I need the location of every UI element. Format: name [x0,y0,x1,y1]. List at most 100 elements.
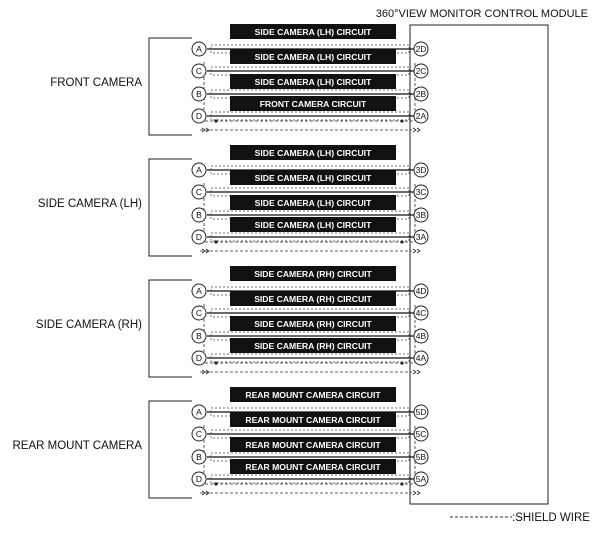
connector-mark-right [412,490,421,496]
pin-right [413,108,429,124]
control-module-box [409,24,549,505]
group-rear-mount-camera: REAR MOUNT CAMERA A 5D REAR MOUNT CAMERA CI… [13,387,429,499]
pin-right [413,350,429,366]
pin-left [191,404,207,420]
shield-junction-dot [214,240,218,244]
camera-box-rear-mount-camera [148,400,192,499]
pin-right-label: 2D [416,44,427,54]
circuit-label: SIDE CAMERA (RH) CIRCUIT [254,319,372,329]
pin-right [413,86,429,102]
circuit-label: SIDE CAMERA (LH) CIRCUIT [255,198,372,208]
pin-right [413,162,429,178]
pin-right-label: 3D [416,165,427,175]
wire-sheath [210,474,410,484]
camera-box-front-camera [148,37,192,136]
camera-label: SIDE CAMERA (RH) [36,319,142,331]
pin-right-label: 5B [416,452,427,462]
pin-right [413,426,429,442]
pin-left [191,449,207,465]
pin-right [413,404,429,420]
wire-sheath [210,111,410,121]
pin-right [413,305,429,321]
pin-left-label: B [196,89,202,99]
circuit-label: SIDE CAMERA (RH) CIRCUIT [254,341,372,351]
pin-right-label: 2A [416,111,427,121]
pin-right [413,207,429,223]
circuit-label: REAR MOUNT CAMERA CIRCUIT [245,462,381,472]
pin-left [191,471,207,487]
pin-left [191,207,207,223]
pin-left [191,229,207,245]
connector-mark-right [412,369,421,375]
control-module-title: 360°VIEW MONITOR CONTROL MODULE [376,8,588,20]
pin-right-label: 5C [416,429,427,439]
circuit-label: FRONT CAMERA CIRCUIT [260,99,367,109]
pin-left [191,86,207,102]
circuit-label-box [230,49,396,64]
pin-right-label: 4C [416,308,427,318]
pin-left [191,108,207,124]
wire-sheath [210,232,410,242]
circuit-label: SIDE CAMERA (LH) CIRCUIT [255,220,372,230]
circuit-label: SIDE CAMERA (LH) CIRCUIT [255,173,372,183]
pin-left-label: A [196,407,202,417]
pin-left-label: B [196,452,202,462]
circuit-label-box [230,459,396,474]
pin-right [413,283,429,299]
circuit-label-box [230,291,396,306]
connector-mark-right [412,127,421,133]
pin-left [191,426,207,442]
pin-left [191,63,207,79]
pin-left-label: D [196,353,202,363]
pin-left-label: D [196,111,202,121]
pin-left [191,283,207,299]
pin-left-label: B [196,210,202,220]
camera-groups: FRONT CAMERA A 2D SIDE CAMERA (LH) CIRCUIT C… [13,24,429,499]
connector-mark-left [201,248,210,254]
diagram-static: 360°VIEW MONITOR CONTROL MODULE :SHIELD … [376,8,591,524]
circuit-label: REAR MOUNT CAMERA CIRCUIT [245,390,381,400]
pin-left-label: C [196,187,202,197]
pin-left-label: A [196,165,202,175]
circuit-label-box [230,266,396,281]
pin-right-label: 3C [416,187,427,197]
circuit-label: REAR MOUNT CAMERA CIRCUIT [245,440,381,450]
circuit-label-box [230,217,396,232]
pin-right [413,449,429,465]
circuit-label-box [230,24,396,39]
circuit-label: SIDE CAMERA (RH) CIRCUIT [254,294,372,304]
camera-box-side-camera-rh [148,279,192,378]
connector-mark-left [201,369,210,375]
circuit-label-box [230,437,396,452]
pin-right-label: 2C [416,66,427,76]
circuit-label-box [230,195,396,210]
circuit-label-box [230,74,396,89]
pin-right [413,229,429,245]
camera-label: FRONT CAMERA [50,77,142,89]
pin-left-label: D [196,232,202,242]
pin-left-label: B [196,331,202,341]
pin-right [413,471,429,487]
circuit-label-box [230,316,396,331]
pin-left [191,162,207,178]
pin-right-label: 5D [416,407,427,417]
pin-left-label: C [196,429,202,439]
circuit-label: SIDE CAMERA (RH) CIRCUIT [254,269,372,279]
connector-mark-left [201,490,210,496]
pin-right-label: 3A [416,232,427,242]
circuit-label: REAR MOUNT CAMERA CIRCUIT [245,415,381,425]
circuit-label-box [230,145,396,160]
pin-left-label: C [196,66,202,76]
pin-right [413,63,429,79]
connector-mark-right [412,248,421,254]
pin-left [191,305,207,321]
camera-label: REAR MOUNT CAMERA [13,440,143,452]
pin-left-label: A [196,286,202,296]
circuit-label: SIDE CAMERA (LH) CIRCUIT [255,52,372,62]
shield-junction-dot [214,119,218,123]
circuit-label-box [230,387,396,402]
pin-right-label: 3B [416,210,427,220]
legend-shield-label: :SHIELD WIRE [512,512,590,524]
